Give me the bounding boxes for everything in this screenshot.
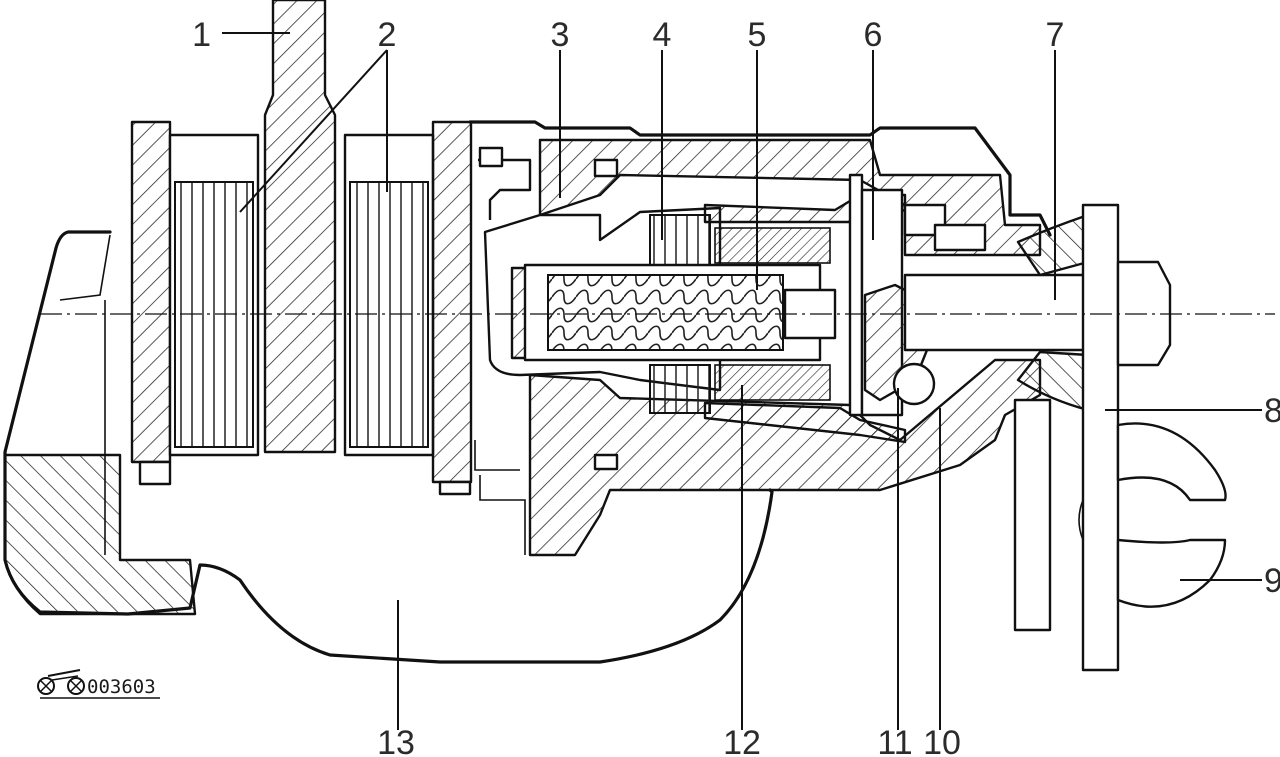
inner-pad: [343, 120, 473, 496]
callout-13: 13: [377, 724, 415, 757]
ball: [892, 362, 936, 406]
callout-12: 12: [723, 724, 761, 757]
callout-6: 6: [864, 16, 883, 54]
callout-5: 5: [748, 16, 767, 54]
parking-lever: [1013, 203, 1172, 672]
figure-code: 003603: [87, 676, 156, 698]
callout-4: 4: [653, 16, 672, 54]
lever-shaft: [903, 213, 1107, 412]
callout-3: 3: [551, 16, 570, 54]
callout-1: 1: [192, 16, 211, 54]
brake-disc: [263, 0, 337, 454]
callout-10: 10: [923, 724, 961, 757]
callout-2: 2: [378, 16, 397, 54]
nut-sleeve: [649, 193, 907, 444]
leader-lines: [222, 32, 1262, 730]
publisher-logo: [37, 669, 85, 695]
callout-8: 8: [1264, 392, 1280, 430]
caliper-bracket: [3, 230, 774, 664]
outer-pad: [130, 120, 260, 486]
callout-9: 9: [1264, 562, 1280, 600]
adjusting-screw: [523, 263, 837, 362]
callout-7: 7: [1046, 16, 1065, 54]
callout-11: 11: [877, 724, 912, 757]
cable-fork: [1078, 422, 1227, 608]
